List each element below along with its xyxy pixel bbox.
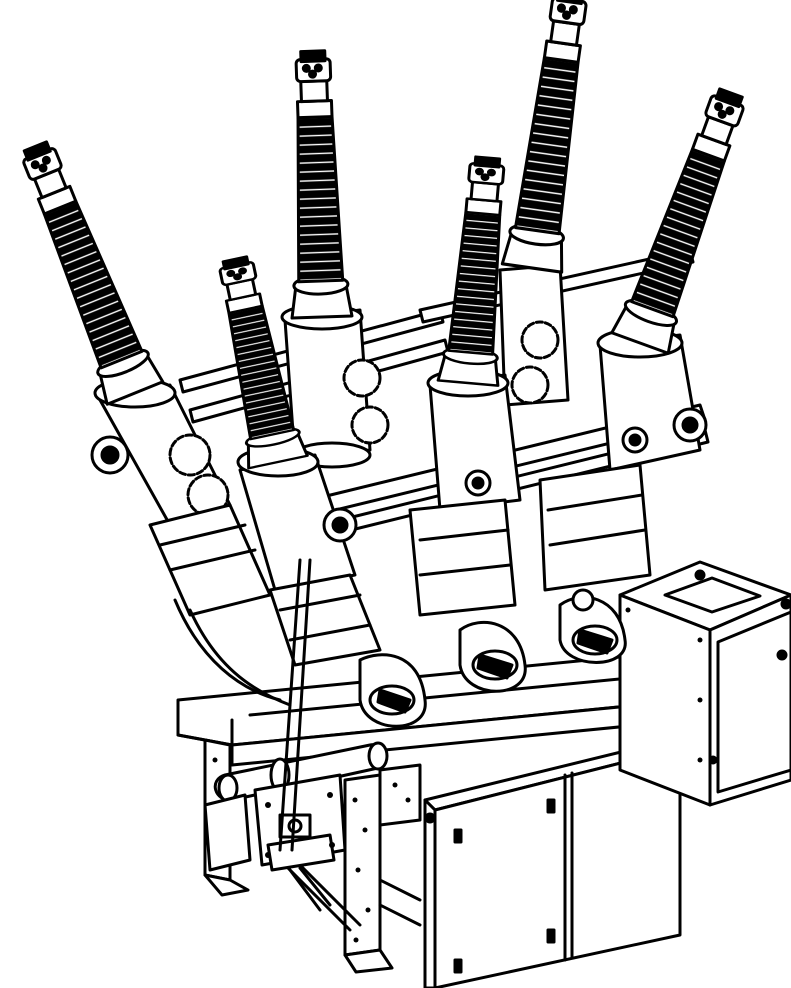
base-frame (176, 653, 692, 974)
pole-rear-right (498, 263, 570, 407)
bushing-front-left (6, 133, 165, 406)
operating-mechanism (203, 773, 347, 912)
front-control-cabinet (423, 738, 682, 988)
bushing-rear-right (500, 0, 603, 274)
pole-front-center (236, 446, 427, 852)
bushing-rear-left (281, 48, 354, 320)
pole-front-right (408, 368, 527, 693)
side-control-cabinet (618, 560, 791, 807)
pole-front-left (90, 377, 292, 707)
bushing-far-right (610, 81, 761, 355)
